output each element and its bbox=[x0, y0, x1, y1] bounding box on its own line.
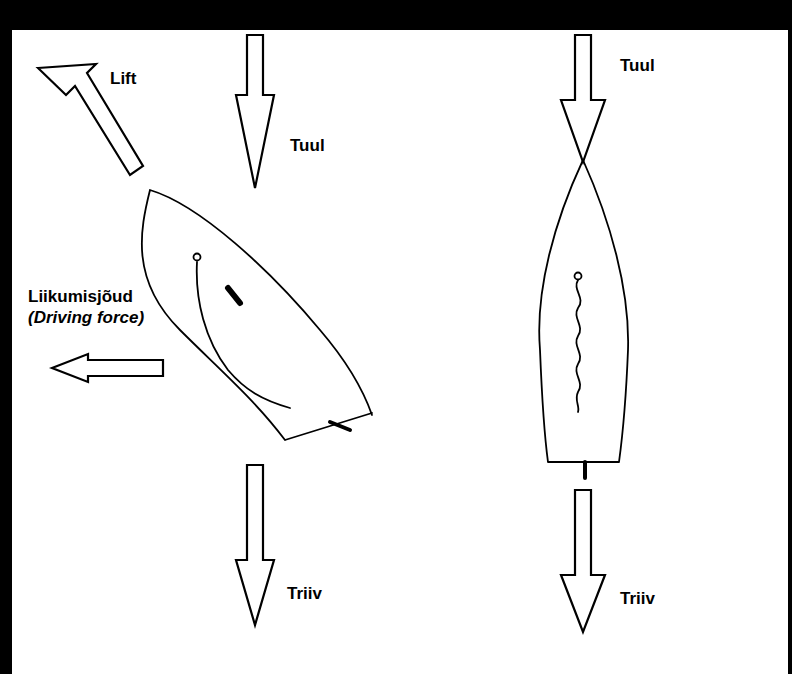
drift-label: Triiv bbox=[620, 590, 655, 609]
wind-arrow bbox=[236, 35, 274, 188]
background bbox=[12, 30, 788, 674]
wind-label: Tuul bbox=[620, 57, 655, 76]
translation-label: (Driving force) bbox=[28, 309, 144, 328]
crew bbox=[228, 288, 240, 303]
rudder bbox=[583, 462, 587, 478]
lift-arrow bbox=[38, 64, 143, 175]
force-label: Liikumisjõud bbox=[28, 288, 133, 307]
sail-luffing bbox=[576, 280, 580, 412]
driving-force-arrow bbox=[52, 354, 163, 382]
wind-label: Tuul bbox=[290, 137, 325, 156]
wind-arrow bbox=[561, 35, 605, 162]
mast bbox=[194, 254, 201, 261]
boat-hull bbox=[142, 190, 372, 440]
mast bbox=[575, 273, 582, 280]
drift-label: Triiv bbox=[287, 585, 322, 604]
rudder bbox=[330, 422, 350, 430]
sail bbox=[197, 262, 290, 408]
force-label: Lift bbox=[110, 70, 136, 89]
drift-arrow bbox=[561, 490, 605, 632]
boat-hull bbox=[539, 160, 628, 462]
drift-arrow bbox=[236, 465, 274, 625]
